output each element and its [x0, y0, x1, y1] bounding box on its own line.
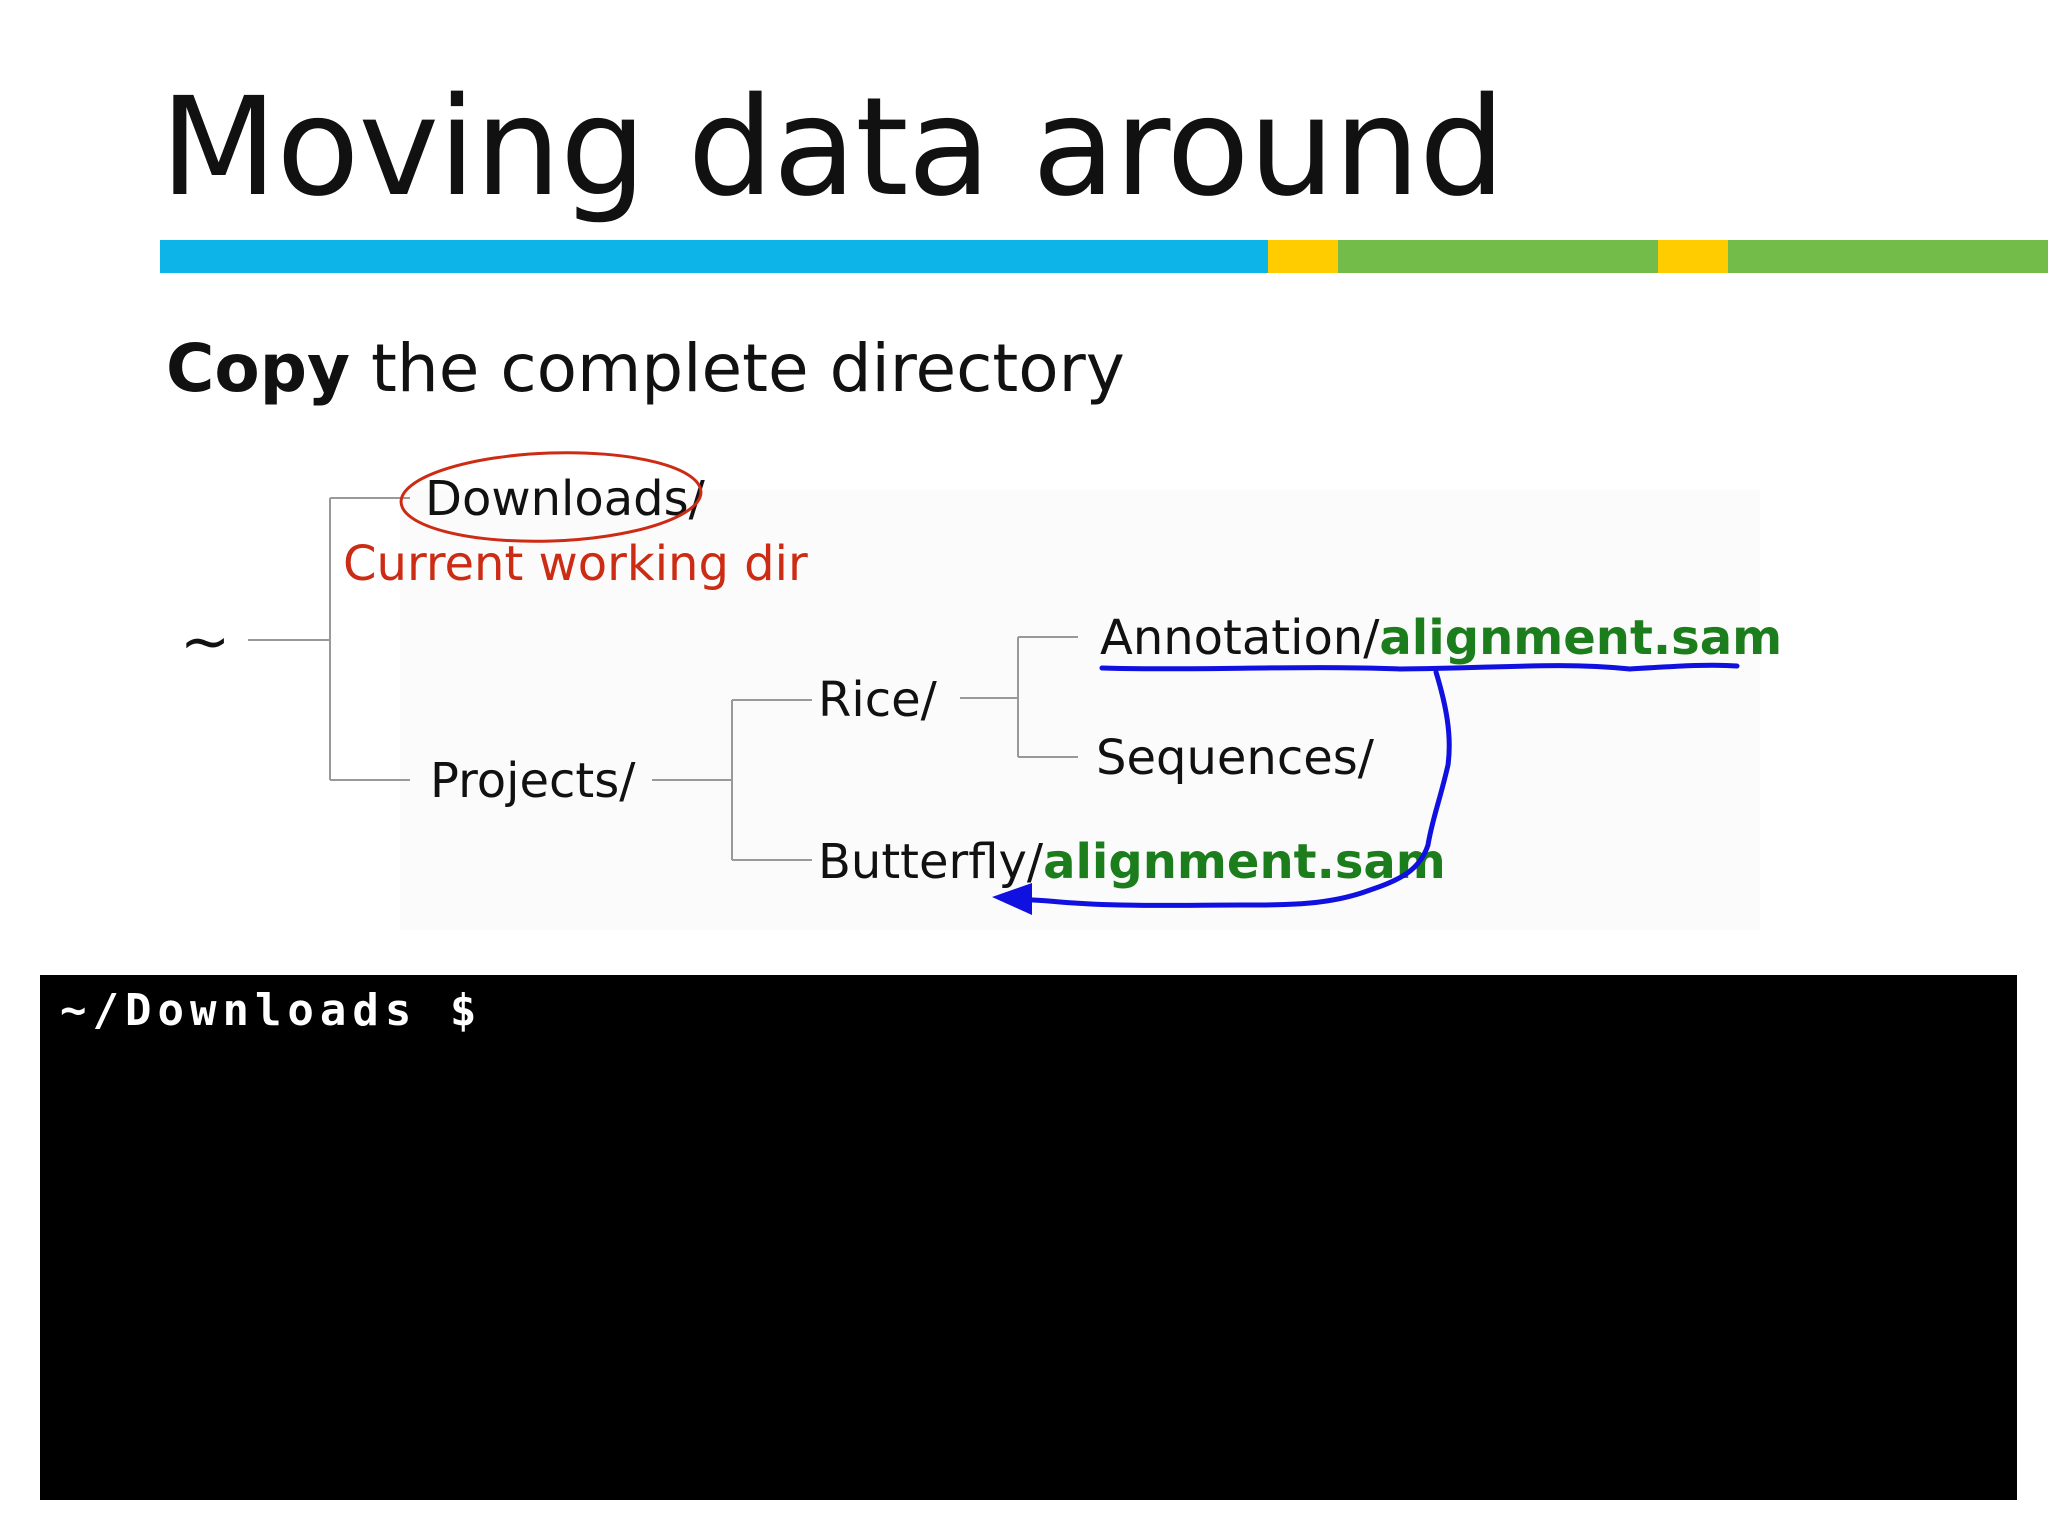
terminal-prompt: ~/Downloads $ [60, 985, 483, 1036]
annotation-dir-label: Annotation/ [1100, 610, 1380, 666]
subtitle-bold: Copy [166, 330, 351, 407]
tree-node-downloads: Downloads/ [425, 471, 705, 527]
current-working-dir-note: Current working dir [343, 536, 808, 592]
downloads-circle-annotation [399, 451, 703, 543]
title-bar-blue [160, 240, 1268, 273]
subtitle-rest: the complete directory [350, 330, 1125, 407]
title-bar-green-2 [1728, 240, 2048, 273]
tree-background [400, 490, 1760, 930]
tree-node-rice: Rice/ [818, 672, 937, 728]
terminal-window[interactable]: ~/Downloads $ [40, 975, 2017, 1500]
copy-arrow-head [992, 883, 1032, 915]
title-bar-yellow-1 [1268, 240, 1338, 273]
tree-node-annotation: Annotation/alignment.sam [1100, 614, 1782, 662]
butterfly-file-label: alignment.sam [1043, 834, 1446, 890]
title-bar-yellow-2 [1658, 240, 1728, 273]
butterfly-dir-label: Butterfly/ [818, 834, 1044, 890]
tree-node-butterfly: Butterfly/alignment.sam [818, 838, 1446, 886]
slide-subtitle: Copy the complete directory [166, 330, 1125, 407]
slide-title: Moving data around [160, 69, 1505, 227]
annotation-file-label: alignment.sam [1379, 610, 1783, 666]
tree-node-sequences: Sequences/ [1096, 730, 1374, 786]
copy-arrow-path [1012, 669, 1452, 908]
annotation-underline [1099, 662, 1740, 672]
title-bar-green-1 [1338, 240, 1658, 273]
tree-root: ~ [180, 607, 231, 677]
tree-node-projects: Projects/ [430, 753, 636, 809]
